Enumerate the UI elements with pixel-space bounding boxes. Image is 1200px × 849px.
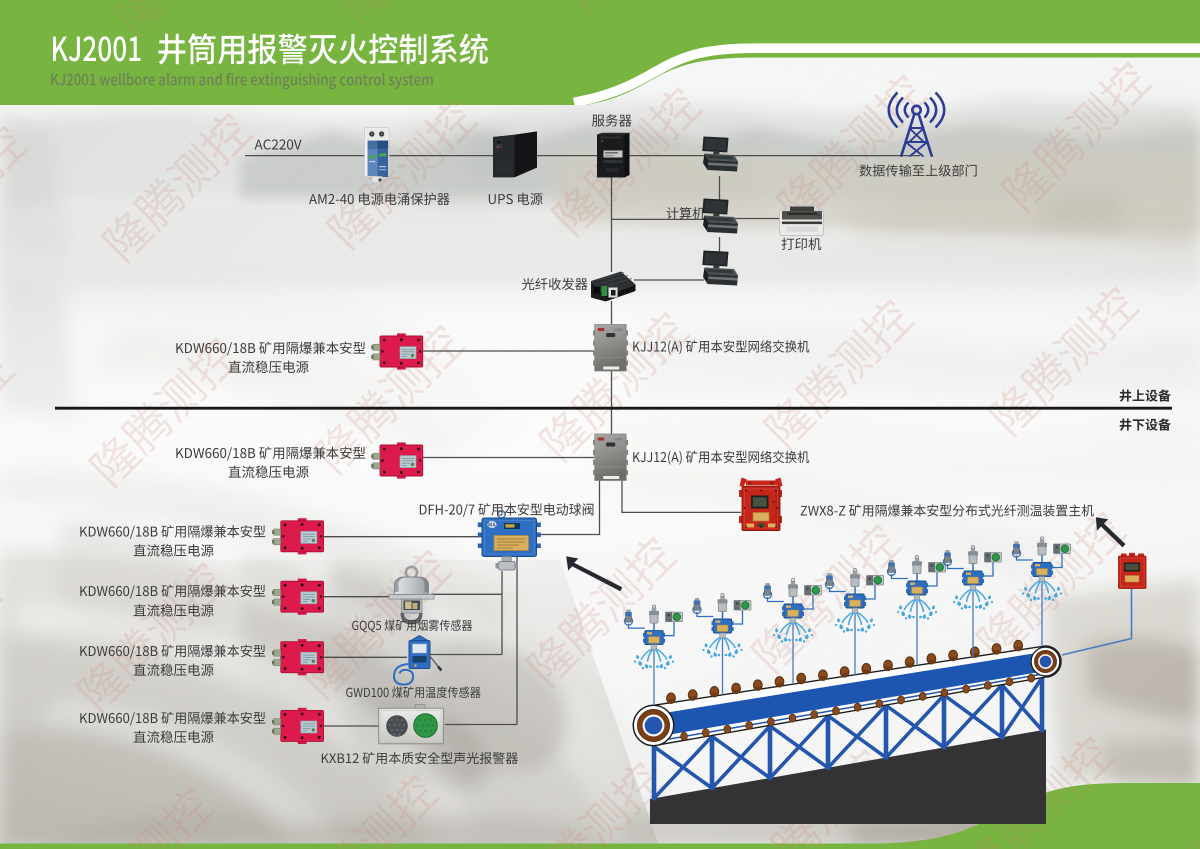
svg-text:MA: MA (488, 523, 496, 529)
